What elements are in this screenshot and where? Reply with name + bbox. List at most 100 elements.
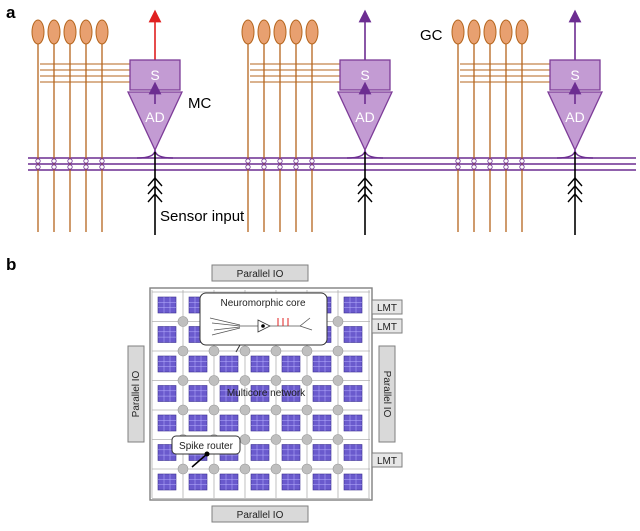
core-grid	[282, 415, 300, 431]
core-block	[188, 473, 208, 491]
core-tile	[312, 414, 332, 432]
core-tile	[157, 326, 177, 343]
core-grid	[344, 474, 362, 490]
neuron-sketch-icon	[209, 317, 313, 336]
core-block	[312, 414, 332, 432]
core-grid	[251, 415, 269, 431]
synapse-node-2-4-1	[519, 164, 525, 170]
spike-router-node	[177, 463, 189, 475]
core-grid	[344, 444, 362, 461]
granule-cell-0-1	[47, 19, 61, 45]
mc-label: MC	[188, 95, 211, 112]
io-bottom-box	[211, 505, 309, 523]
core-grid	[282, 444, 300, 461]
core-tile	[188, 355, 208, 373]
core-grid	[220, 415, 238, 431]
synapse-node-0-0-1	[35, 164, 41, 170]
granule-cell-0-0	[31, 19, 45, 45]
core-block	[188, 385, 208, 402]
io-left-box	[127, 345, 145, 443]
core-grid	[158, 356, 176, 372]
core-block	[188, 355, 208, 373]
lmt-label-3: LMT	[377, 456, 397, 467]
router-pointer	[191, 453, 208, 468]
core-block	[343, 296, 363, 314]
core-tile	[157, 355, 177, 373]
spike-router-node	[332, 345, 344, 357]
core-tile	[250, 444, 270, 461]
core-tile	[250, 355, 270, 373]
spike-router-node	[208, 375, 220, 386]
synapse-node-0-3-1	[83, 164, 89, 170]
synapse-node-0-1-0	[51, 158, 57, 164]
core-grid	[251, 356, 269, 372]
core-grid	[251, 474, 269, 490]
spike-router-node	[332, 316, 344, 327]
spike-router-node	[301, 434, 313, 445]
panel-a-label: a	[6, 3, 16, 22]
core-grid	[189, 356, 207, 372]
synapse-node-0-2-0	[67, 158, 73, 164]
core-block	[312, 355, 332, 373]
core-grid	[158, 297, 176, 313]
spike-router-node	[301, 345, 313, 357]
granule-cell-2-0	[451, 19, 465, 45]
apical-dendrite-label-1: AD	[355, 109, 374, 125]
synapse-node-1-3-1	[293, 164, 299, 170]
io-left-label: Parallel IO	[131, 370, 142, 417]
granule-cell-1-1	[257, 19, 271, 45]
synapse-node-0-1-1	[51, 164, 57, 170]
core-block	[312, 385, 332, 402]
core-tile	[343, 414, 363, 432]
spike-router-node	[208, 404, 220, 416]
core-grid	[344, 356, 362, 372]
core-block	[219, 355, 239, 373]
io-top-box	[211, 264, 309, 282]
spike-router-node	[208, 345, 220, 357]
core-block	[281, 385, 301, 402]
core-callout-pointer	[235, 344, 241, 353]
synapse-node-2-2-0	[487, 158, 493, 164]
synapse-node-0-0-0	[35, 158, 41, 164]
granule-cell-1-2	[273, 19, 287, 45]
core-tile	[250, 473, 270, 491]
synapse-node-2-3-1	[503, 164, 509, 170]
core-tile	[343, 355, 363, 373]
spike-router-node	[239, 345, 251, 357]
core-block	[157, 385, 177, 402]
sensor-chevron-2-2	[567, 192, 583, 203]
core-tile	[250, 385, 270, 402]
core-tile	[219, 355, 239, 373]
core-block	[281, 355, 301, 373]
core-grid	[282, 385, 300, 402]
synapse-node-1-0-1	[245, 164, 251, 170]
lmt-box-1	[371, 299, 403, 315]
spike-router-node	[239, 404, 251, 416]
core-block	[157, 473, 177, 491]
core-grid	[189, 474, 207, 490]
core-tile	[343, 296, 363, 314]
core-block	[250, 355, 270, 373]
core-tile	[157, 385, 177, 402]
spike-router-node	[177, 375, 189, 386]
sensor-chevron-1-2	[357, 192, 373, 203]
sensor-chevron-1-0	[357, 176, 373, 187]
core-grid	[158, 326, 176, 343]
core-tile	[343, 444, 363, 461]
spike-router-node	[270, 404, 282, 416]
core-block	[281, 414, 301, 432]
core-tile	[312, 444, 332, 461]
core-tile	[157, 473, 177, 491]
sensor-chevron-0-1	[147, 184, 163, 195]
core-grid	[282, 356, 300, 372]
core-block	[343, 444, 363, 461]
io-right-box	[378, 345, 396, 443]
spike-router-node	[332, 404, 344, 416]
neuromorphic-core-callout	[199, 292, 328, 346]
core-grid	[158, 385, 176, 402]
granule-cell-0-2	[63, 19, 77, 45]
core-block	[157, 355, 177, 373]
synapse-node-1-2-1	[277, 164, 283, 170]
